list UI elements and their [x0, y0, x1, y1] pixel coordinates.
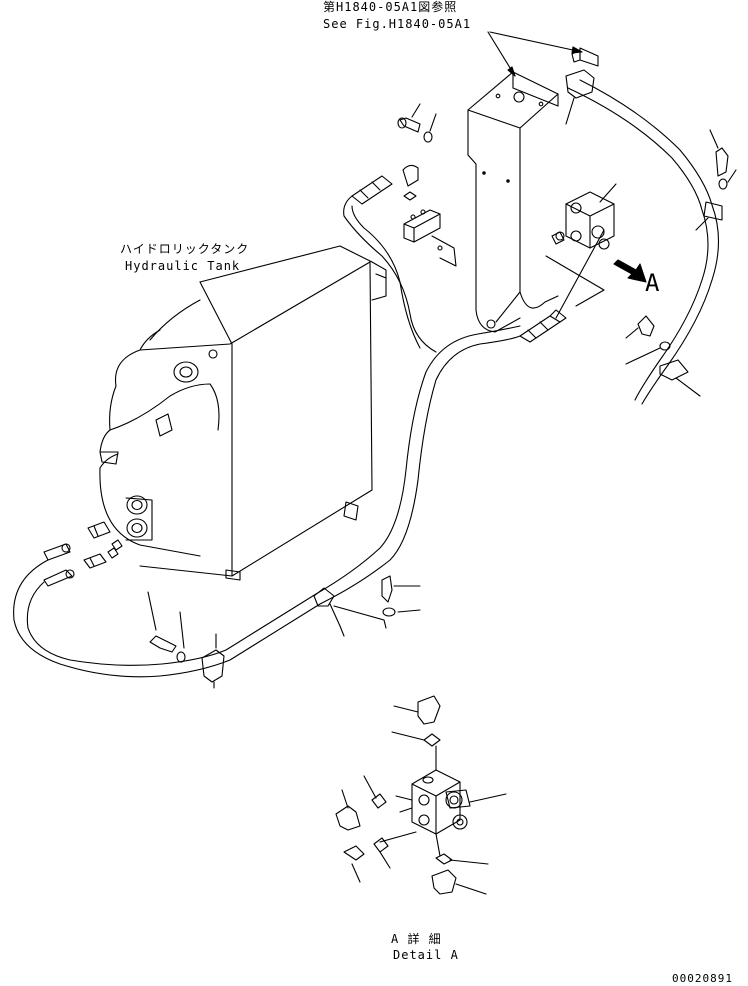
- tank-fittings: [44, 522, 122, 586]
- bracket-bolt: [398, 104, 436, 142]
- view-a-letter: A: [645, 269, 661, 297]
- drawing-number: 00020891: [672, 972, 733, 985]
- hose-loop: [14, 196, 520, 688]
- detail-title-en: Detail A: [393, 948, 459, 962]
- hydraulic-tank: [100, 246, 386, 580]
- detail-title-jp: A 詳 細: [391, 932, 442, 946]
- adapter-left: [352, 176, 392, 204]
- reference-arrows: [488, 32, 582, 76]
- clamp-bolts: [148, 576, 420, 662]
- bracket: [468, 72, 558, 332]
- tank-label-en: Hydraulic Tank: [125, 259, 241, 273]
- valve-block-upper: [546, 184, 646, 318]
- reference-label-jp: 第H1840-05A1図参照: [323, 0, 458, 14]
- tank-label-jp: ハイドロリックタンク: [120, 242, 250, 256]
- mount-block: [403, 165, 456, 266]
- reference-label-en: See Fig.H1840-05A1: [323, 17, 472, 31]
- pipe-right: [566, 48, 736, 404]
- detail-a-block: [336, 696, 506, 894]
- adapter-lower: [520, 310, 566, 342]
